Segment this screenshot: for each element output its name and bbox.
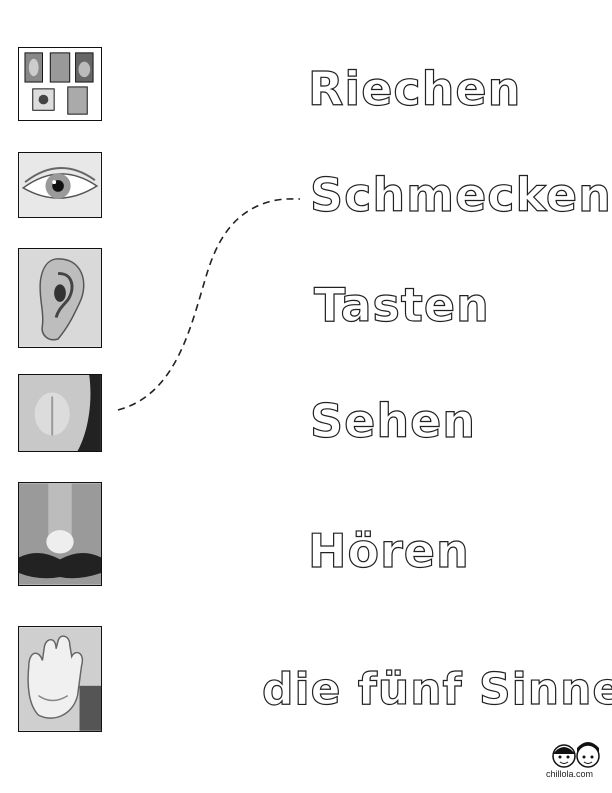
worksheet-title: die fünf Sinne — [261, 664, 612, 715]
hand-picture[interactable] — [18, 626, 102, 732]
word-sehen: Sehen — [309, 394, 477, 448]
word-schmecken: Schmecken — [309, 168, 612, 222]
word-hoeren: Hören — [307, 524, 470, 578]
word-riechen: Riechen — [307, 62, 522, 116]
eye-picture[interactable] — [18, 152, 102, 218]
ear-picture[interactable] — [18, 248, 102, 348]
chillola-logo-icon — [552, 742, 600, 768]
word-tasten: Tasten — [313, 278, 490, 332]
five-senses-collage-picture[interactable] — [18, 47, 102, 121]
credit-text: chillola.com — [546, 769, 594, 779]
nose-picture[interactable] — [18, 482, 102, 586]
tongue-picture[interactable] — [18, 374, 102, 452]
